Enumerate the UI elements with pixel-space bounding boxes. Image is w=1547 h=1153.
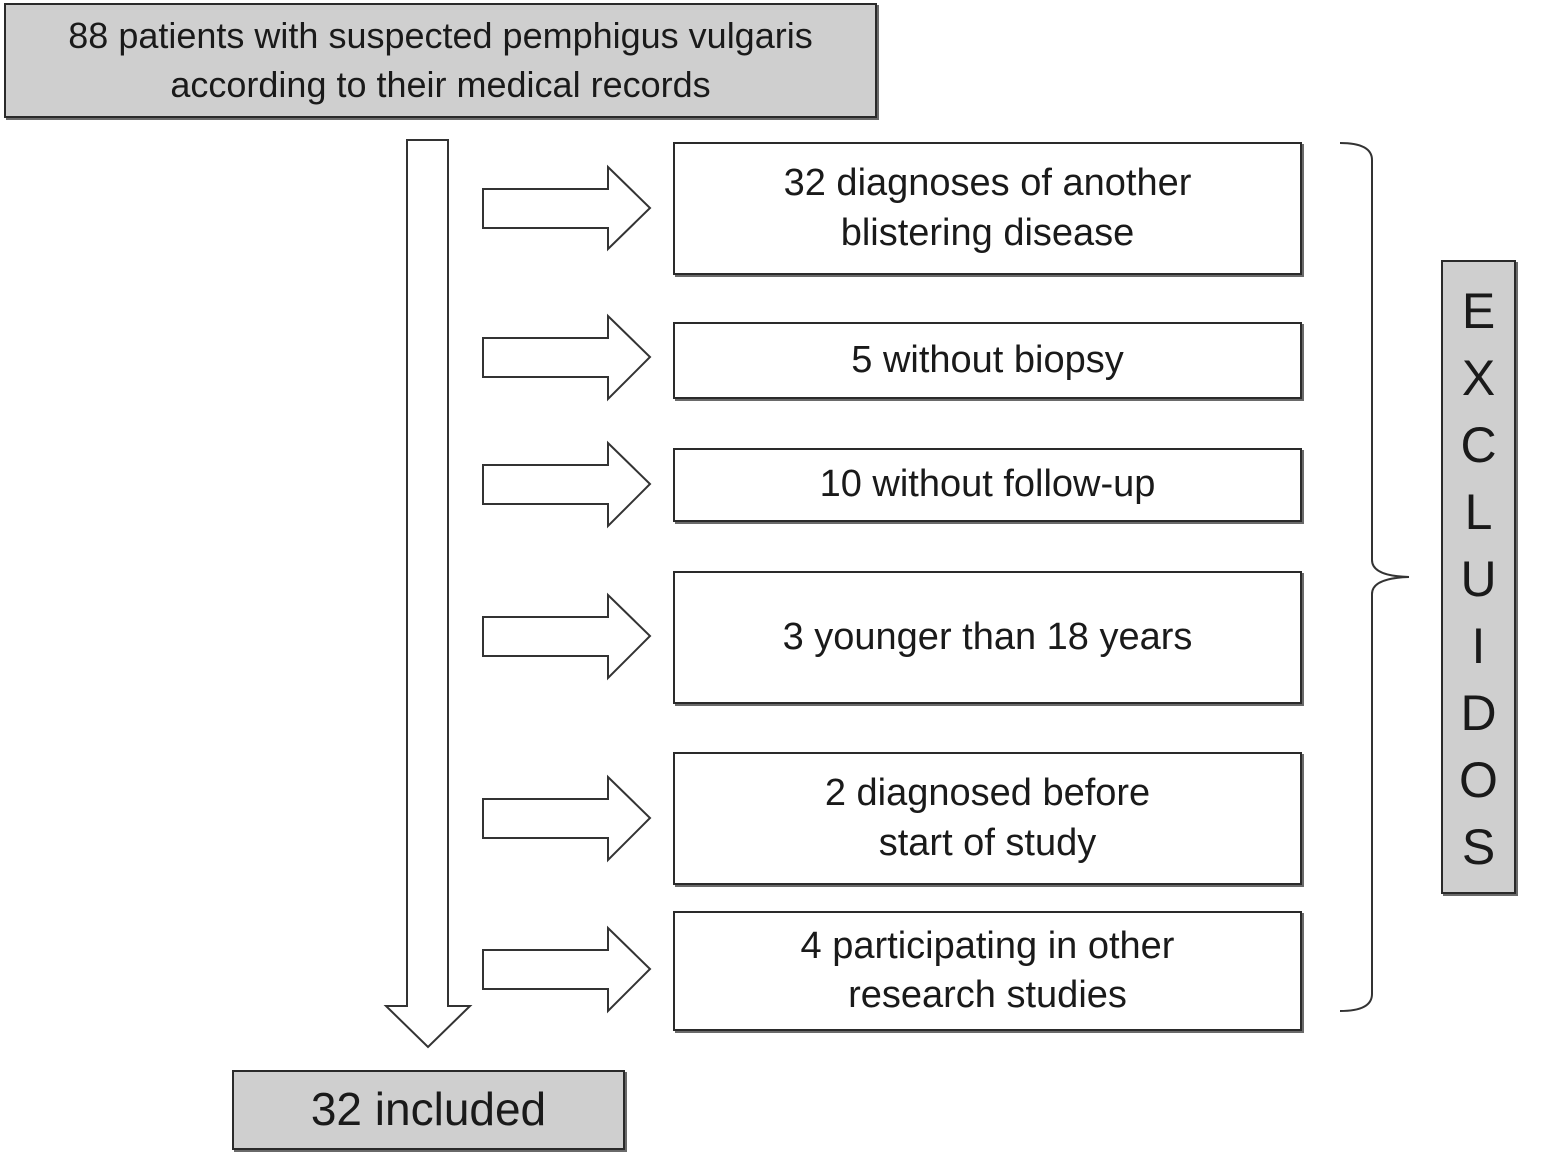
right-arrow-2 xyxy=(482,440,652,529)
exclusion-text: 10 without follow-up xyxy=(819,463,1156,506)
exclusion-box-under-18: 3 younger than 18 years xyxy=(673,571,1302,704)
excluded-letter: L xyxy=(1464,484,1493,540)
excluded-label-box: E X C L U I D O S xyxy=(1441,260,1516,894)
right-arrow-0 xyxy=(482,164,652,252)
excluded-letter: E xyxy=(1461,283,1496,339)
exclusion-box-no-follow-up: 10 without follow-up xyxy=(673,448,1302,522)
exclusion-text: 32 diagnoses of another blistering disea… xyxy=(783,162,1192,254)
exclusion-bracket xyxy=(1339,142,1410,1012)
exclusion-text: 5 without biopsy xyxy=(851,338,1124,381)
exclusion-text: 4 participating in other research studie… xyxy=(800,924,1175,1016)
excluded-letter: X xyxy=(1461,350,1496,406)
exclusion-box-other-disease: 32 diagnoses of another blistering disea… xyxy=(673,142,1302,275)
excluded-letter: O xyxy=(1459,752,1498,808)
right-arrow-3 xyxy=(482,592,652,681)
included-box: 32 included xyxy=(232,1070,625,1150)
main-down-arrow xyxy=(383,139,473,1049)
excluded-letter: I xyxy=(1471,618,1486,674)
exclusion-box-diagnosed-before: 2 diagnosed before start of study xyxy=(673,752,1302,885)
right-arrow-1 xyxy=(482,313,652,402)
initial-population-box: 88 patients with suspected pemphigus vul… xyxy=(4,3,877,118)
excluded-letter: S xyxy=(1461,819,1496,875)
exclusion-box-other-studies: 4 participating in other research studie… xyxy=(673,911,1302,1031)
right-arrow-4 xyxy=(482,774,652,863)
exclusion-box-no-biopsy: 5 without biopsy xyxy=(673,322,1302,399)
excluded-letter: U xyxy=(1460,551,1497,607)
exclusion-text: 3 younger than 18 years xyxy=(782,615,1193,658)
exclusion-text: 2 diagnosed before start of study xyxy=(824,772,1151,864)
initial-population-text: 88 patients with suspected pemphigus vul… xyxy=(68,14,813,105)
right-arrow-5 xyxy=(482,925,652,1014)
included-text: 32 included xyxy=(310,1083,547,1136)
excluded-letter: C xyxy=(1460,417,1497,473)
excluded-letter: D xyxy=(1460,685,1497,741)
